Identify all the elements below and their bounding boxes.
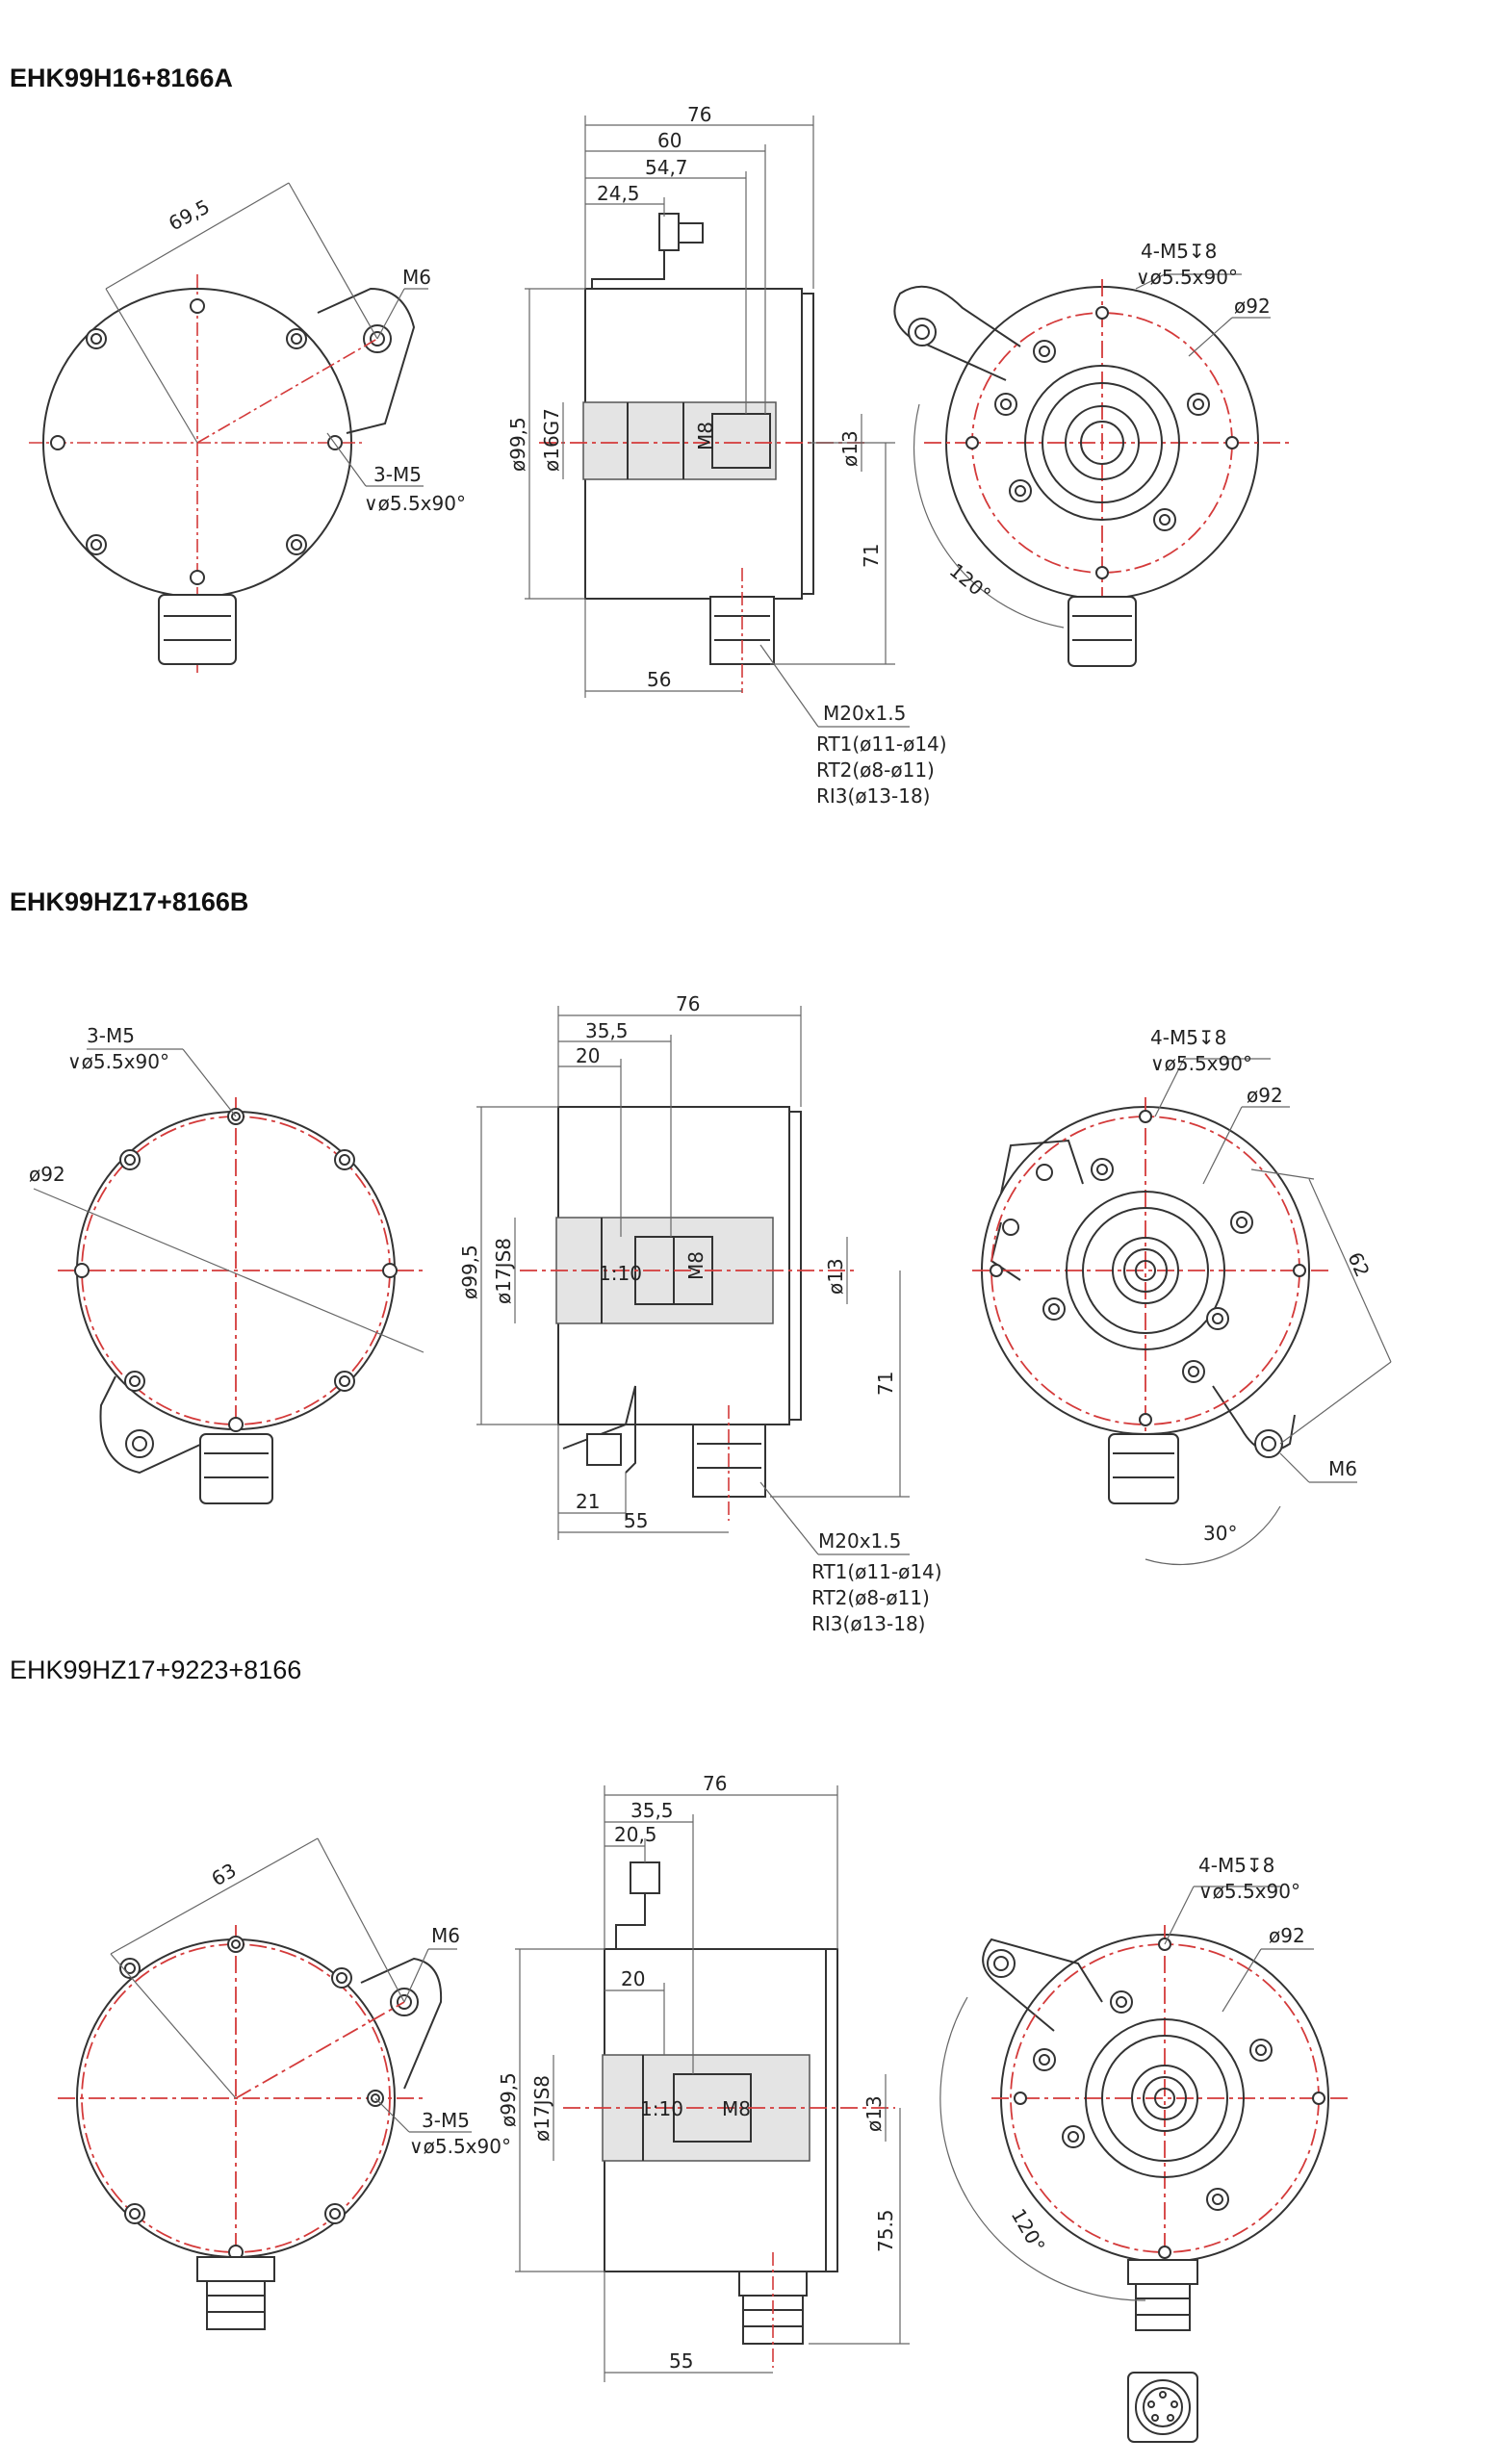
s3-dim-20-5: 20,5 (614, 1823, 657, 1846)
s1-dim-56: 56 (647, 668, 671, 691)
s1-4m5-label: 4-M5↧8 (1141, 240, 1217, 263)
s2-dim-62: 62 (1343, 1248, 1374, 1280)
s1-dim-71: 71 (860, 544, 883, 568)
s1-m6-label: M6 (402, 266, 431, 289)
s3-4m5-csk: ∨ø5.5x90° (1198, 1880, 1300, 1903)
s2-m6-label: M6 (1328, 1457, 1357, 1480)
s2-dim-71: 71 (874, 1372, 897, 1396)
s1-3m5-label: 3-M5 (373, 463, 422, 486)
s1-dim-60: 60 (657, 129, 682, 152)
s2-front-view: ø92 3-M5 ∨ø5.5x90° (29, 1024, 424, 1504)
s2-rear-view: 4-M5↧8 ∨ø5.5x90° ø92 62 M6 30° (972, 1026, 1392, 1566)
s3-m6-label: M6 (431, 1924, 460, 1947)
s1-gland-thread: M20x1.5 (823, 702, 906, 725)
s1-rear-view: 4-M5↧8 ∨ø5.5x90° ø92 120° (893, 240, 1290, 667)
s1-dim-69-5: 69,5 (165, 194, 214, 235)
s3-3m5-label: 3-M5 (422, 2109, 470, 2132)
s3-dim-17js8: ø17JS8 (530, 2075, 553, 2142)
s2-dim-35-5: 35,5 (585, 1019, 629, 1042)
s1-dim-54-7: 54,7 (645, 156, 688, 179)
s3-dim-76: 76 (703, 1772, 727, 1795)
s1-angle-120: 120° (945, 558, 995, 605)
s1-side-view: M8 76 60 54,7 24,5 ø99,5 ø16G7 ø13 71 56… (506, 103, 947, 808)
section-title-3: EHK99HZ17+9223+8166 (10, 1656, 302, 1684)
s3-angle-120: 120° (1007, 2205, 1050, 2257)
s2-gland-thread: M20x1.5 (818, 1529, 901, 1553)
s3-front-view: 63 M6 3-M5 ∨ø5.5x90° (58, 1837, 511, 2330)
s2-dim-99-5: ø99,5 (458, 1245, 481, 1299)
s3-dim-35-5: 35,5 (630, 1799, 674, 1822)
s1-dim-16g7: ø16G7 (540, 408, 563, 472)
s3-dim-99-5: ø99,5 (497, 2072, 520, 2127)
s3-rear-view: 4-M5↧8 ∨ø5.5x90° ø92 120° (939, 1854, 1348, 2443)
s1-gland-rt2: RT2(ø8-ø11) (816, 758, 935, 782)
s1-d92-label: ø92 (1234, 295, 1271, 318)
s2-dim-20: 20 (576, 1044, 600, 1067)
s1-gland-ri3: RI3(ø13-18) (816, 784, 930, 808)
s1-4m5-csk: ∨ø5.5x90° (1136, 266, 1238, 289)
s1-3m5-csk: ∨ø5.5x90° (364, 492, 466, 515)
s1-gland-rt1: RT1(ø11-ø14) (816, 732, 947, 756)
s2-gland-rt1: RT1(ø11-ø14) (811, 1560, 942, 1583)
s3-d92-label: ø92 (1269, 1924, 1305, 1947)
s3-3m5-csk: ∨ø5.5x90° (409, 2135, 511, 2158)
s2-m8-label: M8 (684, 1251, 707, 1280)
s3-dim-75-5: 75.5 (874, 2209, 897, 2252)
s1-dim-76: 76 (687, 103, 711, 126)
s1-dim-99-5: ø99,5 (506, 417, 529, 472)
s1-dim-24-5: 24,5 (597, 182, 640, 205)
s1-front-view: 69,5 M6 3-M5 ∨ø5.5x90° (29, 182, 466, 674)
s2-4m5-label: 4-M5↧8 (1150, 1026, 1226, 1049)
section-title-1: EHK99H16+8166A (10, 64, 233, 92)
s2-3m5-csk: ∨ø5.5x90° (67, 1050, 169, 1073)
s2-d92-label: ø92 (1247, 1084, 1283, 1107)
s2-dim-13: ø13 (824, 1258, 847, 1295)
s3-m8-label: M8 (722, 2097, 751, 2120)
s2-4m5-csk: ∨ø5.5x90° (1150, 1052, 1252, 1075)
s3-dim-55: 55 (669, 2349, 693, 2373)
s2-dim-21: 21 (576, 1490, 600, 1513)
s3-dim-13: ø13 (862, 2095, 886, 2132)
s2-dim-76: 76 (676, 992, 700, 1015)
s2-dim-17js8: ø17JS8 (492, 1238, 515, 1304)
s2-3m5-label: 3-M5 (87, 1024, 135, 1047)
s3-side-view: 1:10 M8 76 35,5 20,5 20 ø99,5 ø17JS8 ø13… (497, 1772, 910, 2382)
s2-d92-left: ø92 (29, 1163, 65, 1186)
s3-taper: 1:10 (640, 2097, 683, 2120)
s3-dim-20: 20 (621, 1967, 645, 1990)
s1-m8-label: M8 (694, 422, 717, 450)
s2-gland-ri3: RI3(ø13-18) (811, 1612, 925, 1635)
s2-angle-30: 30° (1203, 1522, 1237, 1545)
s2-dim-55: 55 (624, 1509, 648, 1532)
s2-side-view: 1:10 M8 76 35,5 20 ø99,5 ø17JS8 ø13 71 2… (458, 992, 942, 1635)
s2-gland-rt2: RT2(ø8-ø11) (811, 1586, 930, 1609)
s1-dim-13: ø13 (838, 430, 862, 467)
s3-dim-63: 63 (208, 1859, 241, 1891)
s3-4m5-label: 4-M5↧8 (1198, 1854, 1274, 1877)
section-title-2: EHK99HZ17+8166B (10, 887, 249, 916)
s2-taper: 1:10 (599, 1262, 642, 1285)
